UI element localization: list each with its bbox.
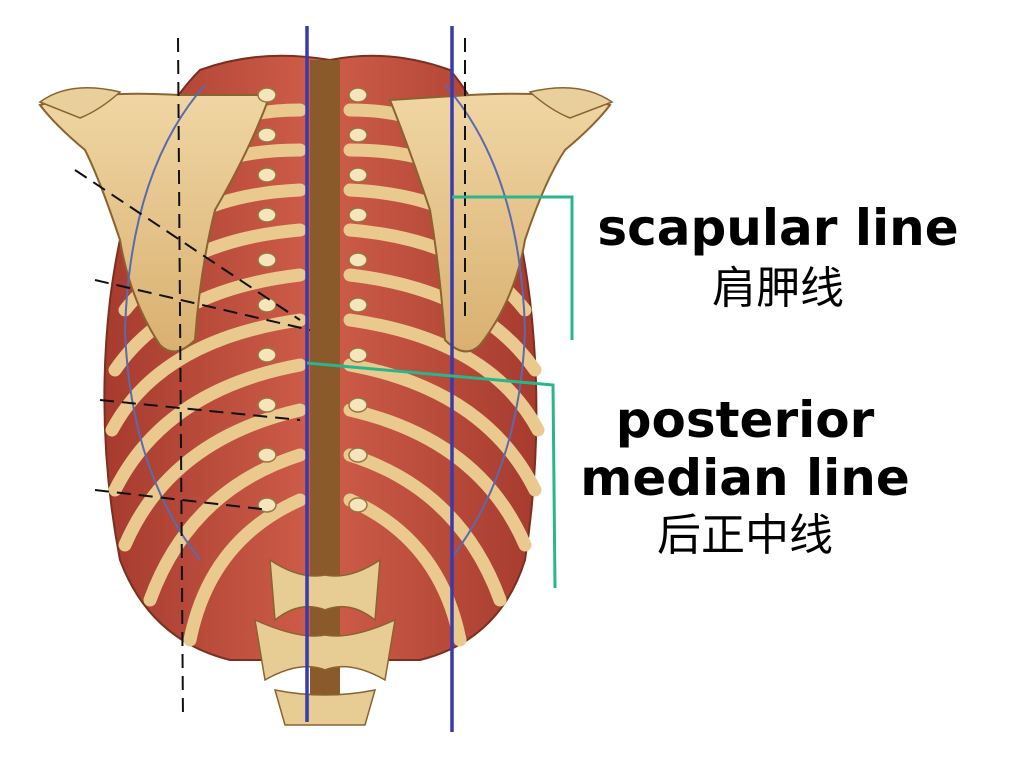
scapular-line-english: scapular line: [597, 199, 959, 257]
right-acromion: [528, 87, 614, 119]
posterior-median-line-english-2: median line: [580, 448, 910, 507]
left-acromion: [38, 87, 122, 119]
scapular-line-chinese: 肩胛线: [712, 262, 844, 314]
scapular-line-pointer: [452, 195, 574, 340]
posterior-median-line-chinese: 后正中线: [657, 510, 833, 561]
posterior-median-line-label: posterior median line 后正中线: [570, 391, 920, 562]
vertebral-column: [254, 60, 396, 726]
right-scapula: [388, 92, 612, 353]
dashed-guide-lines: [74, 37, 466, 721]
posterior-median-line-english-1: posterior: [615, 391, 875, 449]
posterior-median-line-pointer: [306, 361, 557, 589]
scapular-line-label: scapular line 肩胛线: [588, 199, 968, 314]
